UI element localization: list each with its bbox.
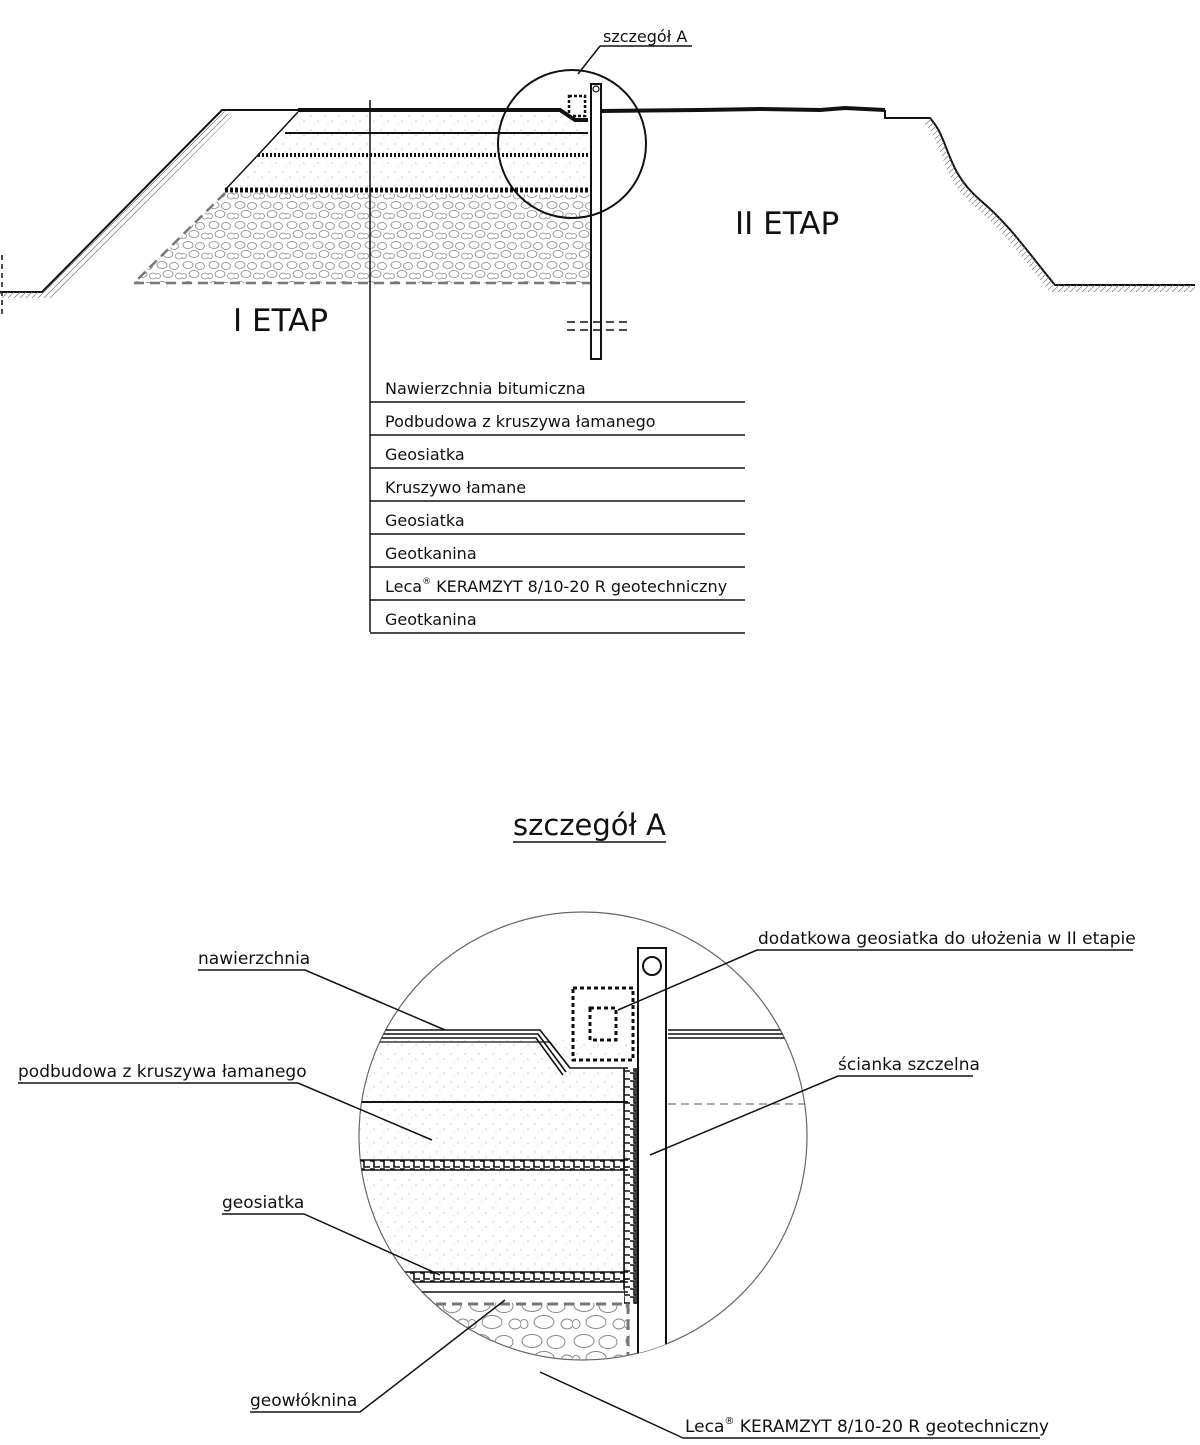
layer-legend-item: Geotkanina	[385, 610, 477, 629]
layer-legend-item: Podbudowa z kruszywa łamanego	[385, 412, 656, 431]
aggregate-fill-upper	[225, 112, 590, 190]
layer-legend-text: Geosiatka	[385, 511, 465, 530]
leca-brand: Leca	[685, 1417, 724, 1437]
stage-2-label: II ETAP	[735, 206, 839, 242]
ground-line-right	[884, 110, 1195, 286]
upper-section: szczegół A I ETAP II ETAP Nawierzchnia b…	[0, 27, 1195, 634]
asphalt-surface-right	[600, 105, 886, 113]
layer-legend-item: Kruszywo łamane	[385, 478, 526, 497]
leca-fill-upper	[134, 193, 590, 283]
layer-legend-item: Geosiatka	[385, 445, 465, 464]
leca-rest: KERAMZYT 8/10-20 R geotechniczny	[734, 1417, 1049, 1437]
ground-hatch-left	[0, 110, 232, 298]
label-dodatkowa-geosiatka: dodatkowa geosiatka do ułożenia w II eta…	[758, 929, 1136, 949]
layer-legend-text: Geotkanina	[385, 544, 477, 563]
layer-legend-item: Nawierzchnia bitumiczna	[385, 379, 586, 398]
asphalt-surface-left	[298, 108, 588, 122]
layer-legend-text: Kruszywo łamane	[385, 478, 526, 497]
layer-legend-text: Geosiatka	[385, 445, 465, 464]
detail-callout-circle	[497, 69, 647, 219]
layer-legend-text: Leca	[385, 577, 422, 596]
callout-label: szczegół A	[603, 27, 687, 46]
detail-a: szczegół A	[18, 808, 1136, 1439]
layer-legend-item: Geotkanina	[385, 544, 477, 563]
label-geosiatka: geosiatka	[222, 1193, 304, 1213]
layer-legend-item: Geosiatka	[385, 511, 465, 530]
label-scianka-szczelna: ścianka szczelna	[838, 1055, 980, 1075]
detail-title: szczegół A	[513, 808, 666, 842]
layer-legend-text-rest: KERAMZYT 8/10-20 R geotechniczny	[431, 577, 727, 596]
layer-legend-registered-mark: ®	[422, 577, 431, 587]
layer-legend-text: Nawierzchnia bitumiczna	[385, 379, 586, 398]
additional-geogrid-box	[571, 986, 635, 1062]
label-geowloknina: geowłóknina	[250, 1391, 357, 1411]
leca-registered-mark: ®	[724, 1416, 734, 1427]
label-podbudowa: podbudowa z kruszywa łamanego	[18, 1062, 307, 1082]
layer-legend-text: Geotkanina	[385, 610, 477, 629]
label-nawierzchnia: nawierzchnia	[198, 949, 310, 969]
layer-legend-item: Leca® KERAMZYT 8/10-20 R geotechniczny	[385, 577, 727, 596]
label-leca-detail: Leca® KERAMZYT 8/10-20 R geotechniczny	[685, 1416, 1049, 1437]
layer-legend-text: Podbudowa z kruszywa łamanego	[385, 412, 656, 431]
sheet-pile-wall-upper	[590, 83, 602, 360]
sheet-pile-wall-detail	[637, 947, 667, 1360]
stage-1-label: I ETAP	[233, 303, 328, 339]
